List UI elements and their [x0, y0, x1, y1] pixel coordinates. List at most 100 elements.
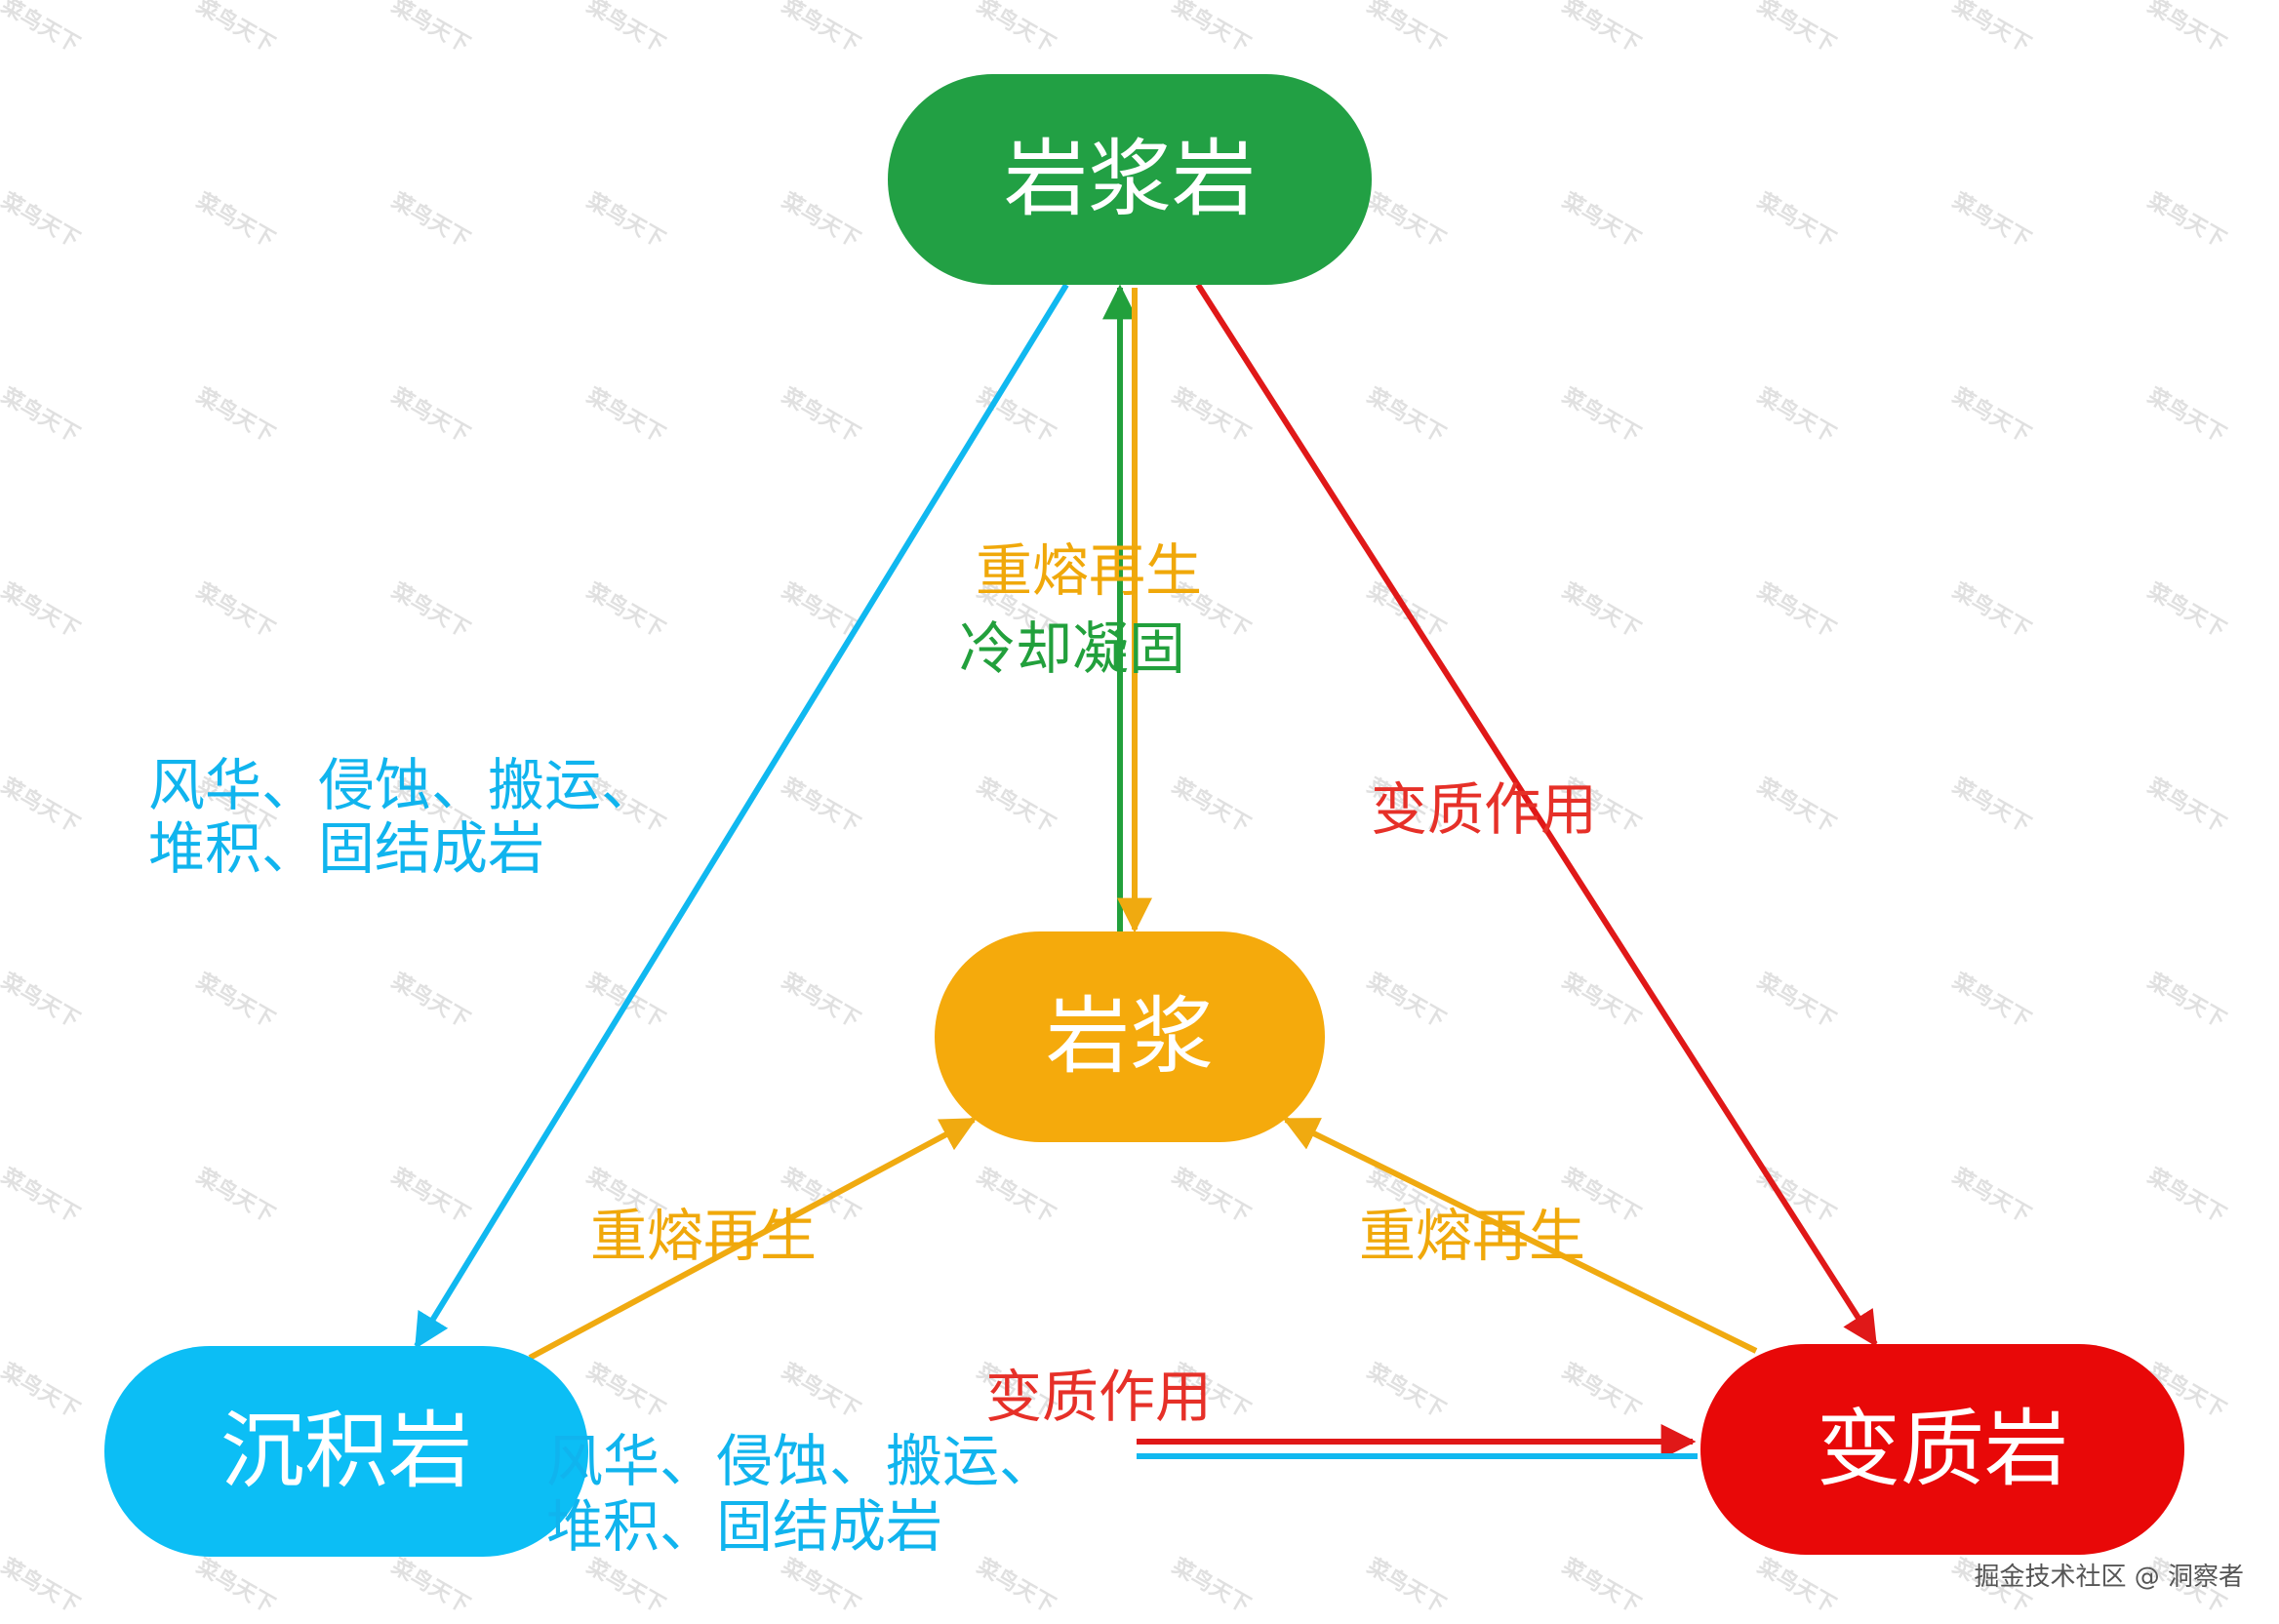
arrows [414, 283, 1878, 1459]
watermark-mark: 菜鸟天下 [1362, 1358, 1450, 1423]
node-magma-label: 岩浆 [1046, 988, 1214, 1086]
watermark-mark: 菜鸟天下 [386, 187, 474, 253]
watermark-mark: 菜鸟天下 [1167, 0, 1255, 58]
watermark-mark: 菜鸟天下 [386, 0, 474, 58]
watermark-mark: 菜鸟天下 [777, 187, 864, 253]
watermark-mark: 菜鸟天下 [1557, 0, 1645, 58]
watermark-mark: 菜鸟天下 [581, 187, 669, 253]
watermark-mark: 菜鸟天下 [1362, 382, 1450, 448]
watermark-mark: 菜鸟天下 [1752, 382, 1840, 448]
watermark-mark: 菜鸟天下 [1362, 968, 1450, 1033]
label-weathering-bottom-line2: 堆积、固结成岩 [546, 1493, 942, 1560]
node-sedimentary-shape [104, 1346, 588, 1557]
watermark-mark: 菜鸟天下 [1167, 1163, 1255, 1228]
watermark-mark: 菜鸟天下 [386, 968, 474, 1033]
watermark-mark: 菜鸟天下 [972, 1163, 1060, 1228]
arrow-igneous-to-metamorphic [1195, 283, 1878, 1348]
watermark-mark: 菜鸟天下 [386, 577, 474, 643]
watermark-mark: 菜鸟天下 [0, 968, 84, 1033]
credit-text: 掘金技术社区 @ 洞察者 [1974, 1563, 2244, 1592]
watermark-mark: 菜鸟天下 [581, 1358, 669, 1423]
watermark-mark: 菜鸟天下 [191, 1163, 279, 1228]
watermark-mark: 菜鸟天下 [1947, 382, 2035, 448]
watermark-mark: 菜鸟天下 [0, 382, 84, 448]
node-igneous-shape [888, 74, 1372, 285]
node-metamorphic: 变质岩 [1700, 1344, 2184, 1555]
watermark-mark: 菜鸟天下 [1557, 187, 1645, 253]
watermark-mark: 菜鸟天下 [0, 772, 84, 838]
watermark-mark: 菜鸟天下 [1167, 772, 1255, 838]
label-metamorphism-right: 变质作用 [1371, 776, 1597, 843]
watermark-mark: 菜鸟天下 [777, 382, 864, 448]
watermark-mark: 菜鸟天下 [1947, 577, 2035, 643]
watermark-mark: 菜鸟天下 [1947, 968, 2035, 1033]
watermark-mark: 菜鸟天下 [2142, 772, 2230, 838]
watermark-mark: 菜鸟天下 [777, 772, 864, 838]
watermark-mark: 菜鸟天下 [1362, 0, 1450, 58]
node-magma-shape [935, 931, 1325, 1142]
watermark-mark: 菜鸟天下 [191, 577, 279, 643]
watermark-mark: 菜鸟天下 [386, 382, 474, 448]
watermark-mark: 菜鸟天下 [1752, 968, 1840, 1033]
label-remelt-left: 重熔再生 [590, 1203, 817, 1269]
watermark-mark: 菜鸟天下 [386, 1553, 474, 1618]
watermark-mark: 菜鸟天下 [0, 1163, 84, 1228]
label-remelt-right: 重熔再生 [1359, 1203, 1585, 1269]
watermark-mark: 菜鸟天下 [2142, 0, 2230, 58]
watermark-mark: 菜鸟天下 [1167, 382, 1255, 448]
node-sedimentary: 沉积岩 [104, 1346, 588, 1557]
watermark-mark: 菜鸟天下 [0, 577, 84, 643]
watermark-mark: 菜鸟天下 [191, 187, 279, 253]
arrow-igneous-to-sedimentary [414, 283, 1069, 1350]
watermark-mark: 菜鸟天下 [2142, 968, 2230, 1033]
watermark-mark: 菜鸟天下 [1557, 577, 1645, 643]
label-metamorphism-bottom: 变质作用 [985, 1364, 1212, 1430]
watermark-mark: 菜鸟天下 [972, 772, 1060, 838]
watermark-mark: 菜鸟天下 [2142, 187, 2230, 253]
watermark-mark: 菜鸟天下 [191, 0, 279, 58]
watermark-mark: 菜鸟天下 [0, 0, 84, 58]
watermark-mark: 菜鸟天下 [0, 187, 84, 253]
watermark-mark: 菜鸟天下 [777, 0, 864, 58]
edge-labels: 重熔再生 冷却凝固 风华、侵蚀、搬运、 堆积、固结成岩 变质作用 重熔再生 重熔… [148, 537, 1597, 1560]
watermark-mark: 菜鸟天下 [1557, 382, 1645, 448]
watermark-mark: 菜鸟天下 [1947, 1163, 2035, 1228]
label-weathering-left-line1: 风华、侵蚀、搬运、 [148, 752, 658, 818]
arrow-sedimentary-to-magma [528, 1117, 978, 1361]
watermark-mark: 菜鸟天下 [1557, 968, 1645, 1033]
watermark-mark: 菜鸟天下 [1752, 772, 1840, 838]
watermark-mark: 菜鸟天下 [2142, 1163, 2230, 1228]
watermark-mark: 菜鸟天下 [1362, 1553, 1450, 1618]
watermark-mark: 菜鸟天下 [1557, 1553, 1645, 1618]
watermark-mark: 菜鸟天下 [2142, 577, 2230, 643]
watermark-mark: 菜鸟天下 [777, 1553, 864, 1618]
watermark-mark: 菜鸟天下 [581, 577, 669, 643]
watermark-mark: 菜鸟天下 [191, 968, 279, 1033]
watermark-mark: 菜鸟天下 [0, 1358, 84, 1423]
node-metamorphic-shape [1700, 1344, 2184, 1555]
watermark-mark: 菜鸟天下 [191, 382, 279, 448]
watermark-mark: 菜鸟天下 [1752, 187, 1840, 253]
watermark-mark: 菜鸟天下 [386, 1163, 474, 1228]
label-remelt-center: 重熔再生 [976, 537, 1202, 604]
watermark-mark: 菜鸟天下 [972, 1553, 1060, 1618]
watermark-mark: 菜鸟天下 [777, 968, 864, 1033]
watermark-mark: 菜鸟天下 [581, 1553, 669, 1618]
watermark-mark: 菜鸟天下 [1947, 772, 2035, 838]
node-igneous: 岩浆岩 [888, 74, 1372, 285]
watermark-mark: 菜鸟天下 [777, 1358, 864, 1423]
watermark-mark: 菜鸟天下 [1557, 1358, 1645, 1423]
label-weathering-bottom-line1: 风华、侵蚀、搬运、 [546, 1428, 1056, 1494]
watermark-mark: 菜鸟天下 [1947, 0, 2035, 58]
node-magma: 岩浆 [935, 931, 1325, 1142]
watermark-mark: 菜鸟天下 [1752, 0, 1840, 58]
watermark-mark: 菜鸟天下 [191, 1553, 279, 1618]
node-igneous-label: 岩浆岩 [1004, 131, 1256, 228]
watermark-mark: 菜鸟天下 [0, 1553, 84, 1618]
watermark-mark: 菜鸟天下 [1947, 187, 2035, 253]
watermark-mark: 菜鸟天下 [581, 0, 669, 58]
node-metamorphic-label: 变质岩 [1817, 1401, 2068, 1498]
watermark-mark: 菜鸟天下 [581, 382, 669, 448]
label-weathering-left-line2: 堆积、固结成岩 [148, 815, 544, 882]
